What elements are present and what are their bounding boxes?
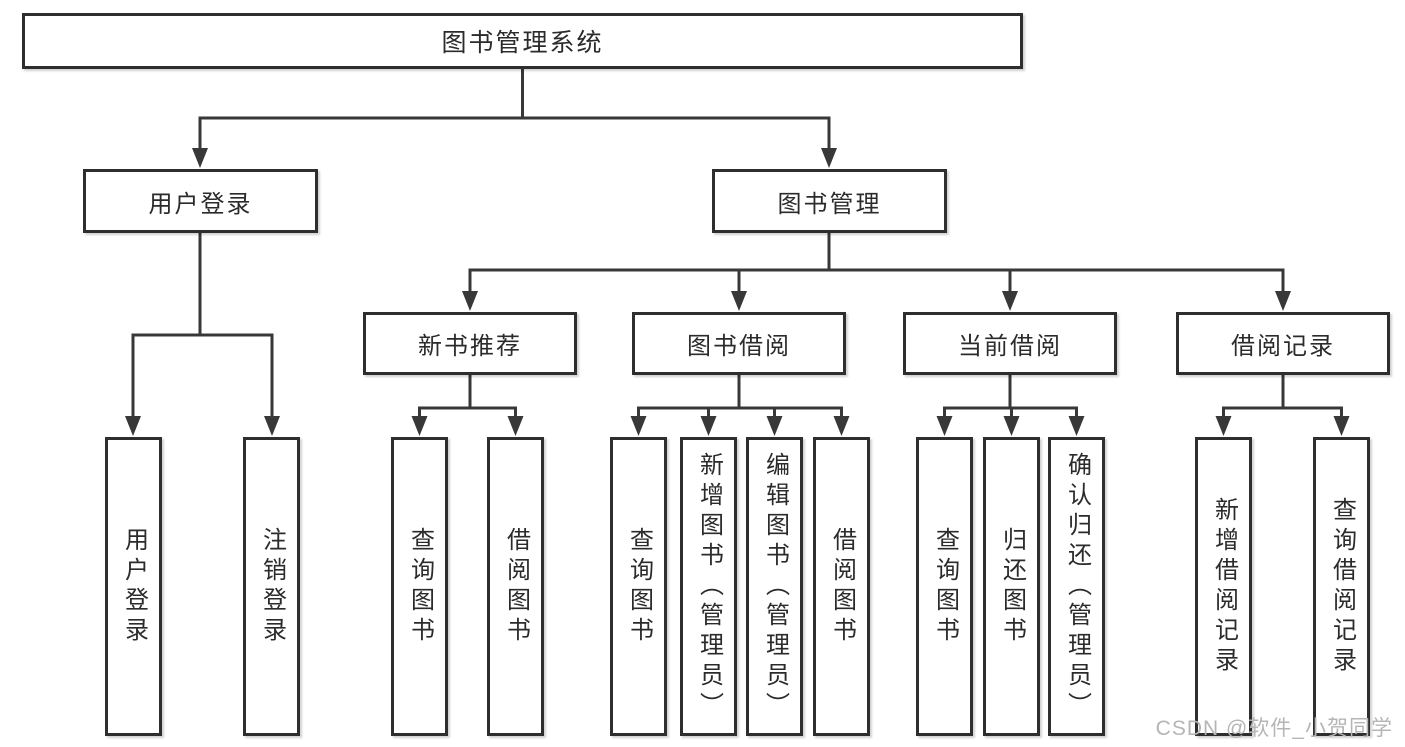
leaf-borrowing-edit-books-admin: 编辑图书（管理员） xyxy=(746,437,803,736)
leaf-current-confirm-return-admin: 确认归还（管理员） xyxy=(1048,437,1105,736)
leaf-user-login: 用户登录 xyxy=(105,437,162,736)
leaf-current-query-books-label: 查询图书 xyxy=(931,526,959,647)
leaf-recommend-query-books: 查询图书 xyxy=(391,437,448,736)
node-new-book-recommend: 新书推荐 xyxy=(363,312,577,375)
leaf-records-query-borrow-record: 查询借阅记录 xyxy=(1313,437,1370,736)
leaf-borrowing-add-books-admin-label: 新增图书（管理员） xyxy=(695,451,723,722)
leaf-borrowing-borrow-books-label: 借阅图书 xyxy=(828,526,856,647)
leaf-recommend-borrow-books: 借阅图书 xyxy=(487,437,544,736)
node-book-management: 图书管理 xyxy=(712,169,947,233)
leaf-recommend-borrow-books-label: 借阅图书 xyxy=(502,526,530,647)
watermark: CSDN @软件_小贺同学 xyxy=(1155,717,1393,740)
leaf-records-query-borrow-record-label: 查询借阅记录 xyxy=(1328,496,1356,677)
leaf-user-login-label: 用户登录 xyxy=(120,526,148,647)
leaf-records-add-borrow-record: 新增借阅记录 xyxy=(1195,437,1252,736)
leaf-current-confirm-return-admin-label: 确认归还（管理员） xyxy=(1063,451,1091,722)
connector-book-management-to-level3 xyxy=(462,231,1291,311)
node-borrowing-records: 借阅记录 xyxy=(1176,312,1390,375)
leaf-borrowing-query-books-label: 查询图书 xyxy=(625,526,653,647)
leaf-borrowing-add-books-admin: 新增图书（管理员） xyxy=(680,437,737,736)
connector-borrowing-records-to-leaves xyxy=(1215,373,1350,436)
connector-user-login-to-leaves xyxy=(125,231,280,436)
leaf-borrowing-borrow-books: 借阅图书 xyxy=(813,437,870,736)
leaf-borrowing-edit-books-admin-label: 编辑图书（管理员） xyxy=(761,451,789,722)
leaf-borrowing-query-books: 查询图书 xyxy=(610,437,667,736)
node-library-management-system: 图书管理系统 xyxy=(22,13,1023,69)
leaf-current-return-books: 归还图书 xyxy=(983,437,1040,736)
connector-book-borrowing-to-leaves xyxy=(630,373,850,436)
node-user-login: 用户登录 xyxy=(83,169,318,233)
leaf-current-query-books: 查询图书 xyxy=(916,437,973,736)
leaf-logout: 注销登录 xyxy=(243,437,300,736)
node-current-borrowing: 当前借阅 xyxy=(903,312,1117,375)
connector-new-book-recommend-to-leaves xyxy=(411,373,524,436)
connector-root-to-level2 xyxy=(192,67,837,168)
node-book-borrowing: 图书借阅 xyxy=(632,312,846,375)
leaf-current-return-books-label: 归还图书 xyxy=(998,526,1026,647)
connector-current-borrowing-to-leaves xyxy=(936,373,1085,436)
leaf-records-add-borrow-record-label: 新增借阅记录 xyxy=(1210,496,1238,677)
leaf-logout-label: 注销登录 xyxy=(258,526,286,647)
leaf-recommend-query-books-label: 查询图书 xyxy=(406,526,434,647)
